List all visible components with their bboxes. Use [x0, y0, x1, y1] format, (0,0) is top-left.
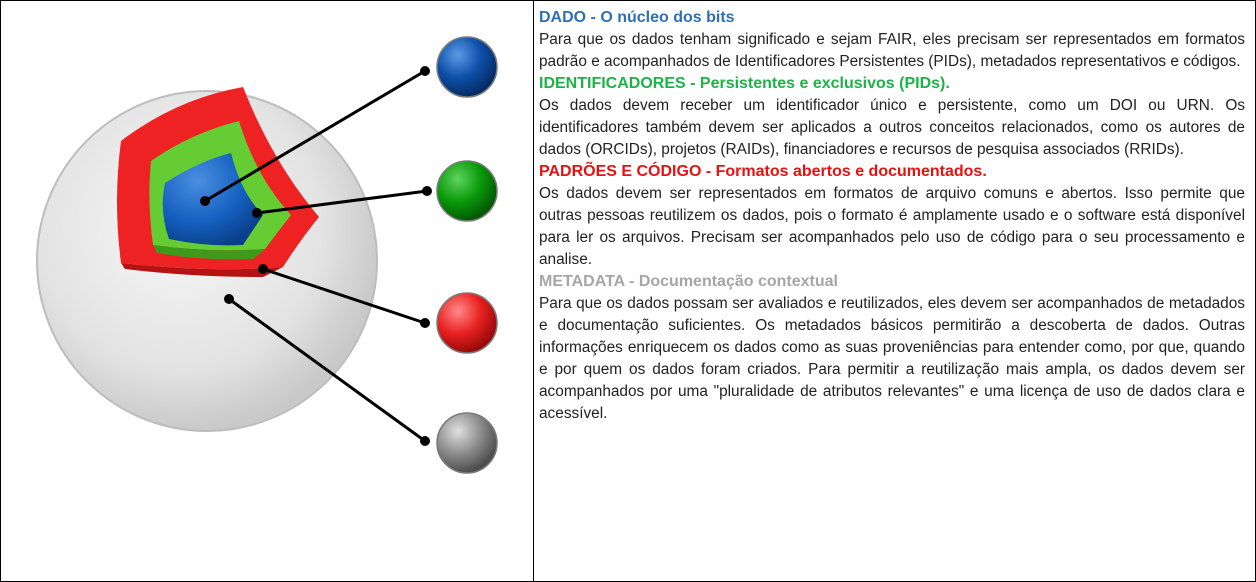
- section-title-dado: DADO - O núcleo dos bits: [539, 9, 735, 26]
- dado-core: [162, 153, 263, 246]
- section-body-metadata: Para que os dados possam ser avaliados e…: [539, 295, 1245, 422]
- dot-sphere: [224, 294, 234, 304]
- text-cell: DADO - O núcleo dos bits Para que os dad…: [539, 7, 1245, 581]
- section-title-metadata: METADATA - Documentação contextual: [539, 273, 838, 290]
- section-title-identificadores: IDENTIFICADORES - Persistentes e exclusi…: [539, 75, 950, 92]
- gray-marker: [436, 412, 498, 474]
- blue-marker: [436, 36, 498, 98]
- identificadores-layer-edge: [153, 245, 265, 260]
- connector-line-red: [262, 267, 426, 325]
- section-body-dado: Para que os dados tenham significado e s…: [539, 31, 1245, 70]
- dot-core: [200, 196, 210, 206]
- section-body-padroes: Os dados devem ser representados em form…: [539, 185, 1245, 268]
- dot-blue: [420, 66, 430, 76]
- dot-red: [420, 318, 430, 328]
- connector-line-green: [256, 189, 428, 215]
- red-marker: [436, 292, 498, 354]
- dot-red-layer: [258, 264, 268, 274]
- green-marker: [436, 160, 498, 222]
- connector-line-blue: [204, 69, 426, 203]
- padroes-layer-edge: [121, 263, 283, 277]
- dot-green-layer: [252, 208, 262, 218]
- connector-line-gray: [228, 297, 426, 443]
- section-body-identificadores: Os dados devem receber um identificador …: [539, 97, 1245, 158]
- dot-green: [422, 186, 432, 196]
- data-layers-diagram: [36, 36, 498, 474]
- section-title-padroes: PADRÕES E CÓDIGO - Formatos abertos e do…: [539, 163, 987, 180]
- dot-gray: [420, 436, 430, 446]
- diagram-cell: [1, 1, 534, 581]
